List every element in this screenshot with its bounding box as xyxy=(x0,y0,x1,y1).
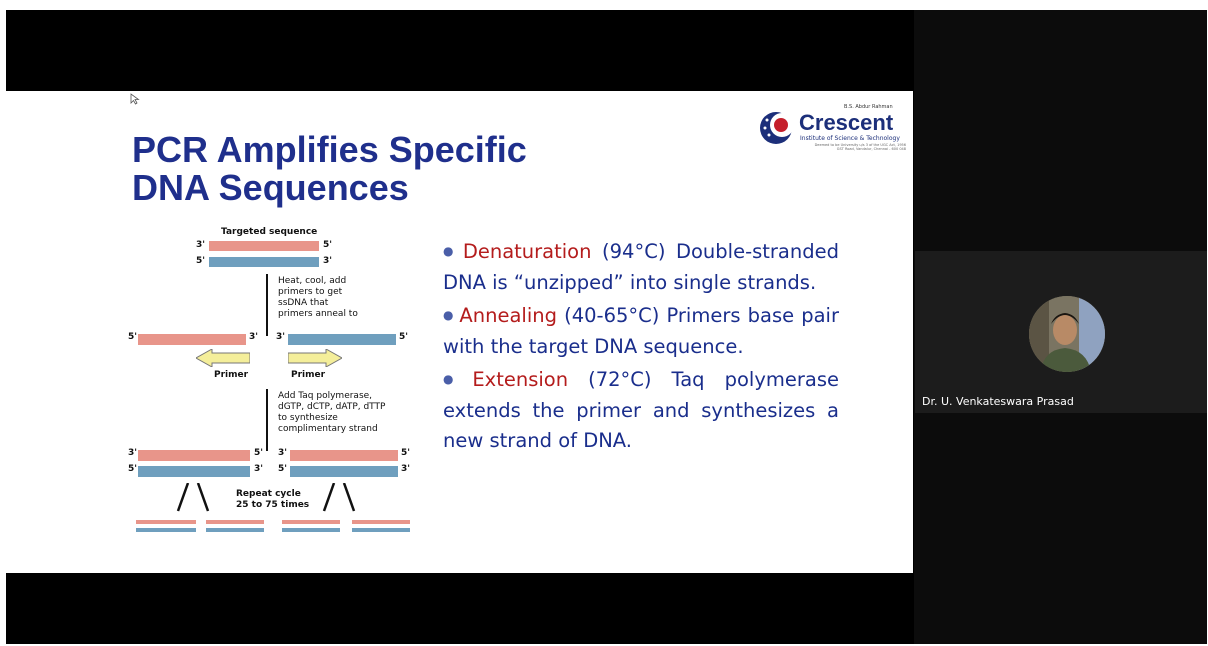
strand-pink-small xyxy=(206,520,264,524)
step2-instructions: Add Taq polymerase, dGTP, dCTP, dATP, dT… xyxy=(278,391,385,435)
strand-blue xyxy=(290,466,398,477)
bullet-text: (72°C) Taq polymerase extends the primer… xyxy=(443,368,839,452)
strand-end-label: 3' xyxy=(254,464,264,474)
strand-end-label: 5' xyxy=(323,240,333,250)
crescent-logo-icon xyxy=(760,112,794,144)
strand-end-label: 5' xyxy=(196,256,206,266)
primer-label-left: Primer xyxy=(214,370,249,380)
strand-blue xyxy=(288,334,396,345)
strand-end-label: 3' xyxy=(323,256,333,266)
strand-end-label: 5' xyxy=(128,332,138,342)
strand-pink-small xyxy=(282,520,340,524)
strand-end-label: 3' xyxy=(401,464,411,474)
bullet-term: Extension xyxy=(472,368,569,391)
strand-blue xyxy=(209,257,319,267)
step-line: ssDNA that xyxy=(278,298,329,308)
bullet-dot-icon: ● xyxy=(443,308,455,322)
step-line: primers to get xyxy=(278,287,343,297)
split-arrows-left-icon xyxy=(176,483,210,512)
primer-label-right: Primer xyxy=(291,370,326,380)
bullet-dot-icon: ● xyxy=(443,372,468,386)
strand-pink xyxy=(138,334,246,345)
strand-pink-small xyxy=(352,520,410,524)
step-line: Heat, cool, add xyxy=(278,276,347,286)
strand-end-label: 5' xyxy=(128,464,138,474)
strand-blue xyxy=(138,466,250,477)
step1-instructions: Heat, cool, add primers to get ssDNA tha… xyxy=(278,276,358,320)
bullet-text: (94°C) Double-stranded DNA is “unzipped”… xyxy=(443,240,839,294)
slide-title-line1: PCR Amplifies Specific xyxy=(132,129,527,170)
strand-pink-small xyxy=(136,520,196,524)
process-arrow xyxy=(266,389,268,451)
shared-slide: B.S. Abdur Rahman Crescent Institute of … xyxy=(6,91,913,573)
strand-end-label: 3' xyxy=(278,448,288,458)
strand-end-label: 3' xyxy=(276,332,286,342)
strand-pink xyxy=(138,450,250,461)
strand-end-label: 3' xyxy=(128,448,138,458)
participant-avatar xyxy=(1029,296,1105,372)
bullet-denaturation: ● Denaturation (94°C) Double-stranded DNA… xyxy=(443,236,839,298)
step-line: 25 to 75 times xyxy=(236,500,310,510)
logo-top-text: B.S. Abdur Rahman xyxy=(844,104,893,110)
split-arrows-right-icon xyxy=(322,483,356,512)
repeat-cycle-label: Repeat cycle 25 to 75 times xyxy=(236,489,309,511)
step-line: to synthesize xyxy=(278,413,338,423)
bullet-text: (40-65°C) Primers base pair with the tar… xyxy=(443,304,839,358)
step-line: Repeat cycle xyxy=(236,489,301,499)
bullet-annealing: ● Annealing (40-65°C) Primers base pair w… xyxy=(443,300,839,362)
logo-fine-print: Deemed to be University u/s 3 of the UGC… xyxy=(814,143,906,151)
strand-end-label: 5' xyxy=(399,332,409,342)
process-arrow xyxy=(266,274,268,336)
strand-blue-small xyxy=(282,528,340,532)
primer-arrow-left-icon xyxy=(196,349,250,367)
step-line: primers anneal to xyxy=(278,309,358,319)
person-avatar-icon xyxy=(1029,296,1105,372)
strand-blue-small xyxy=(206,528,264,532)
institution-logo: B.S. Abdur Rahman Crescent Institute of … xyxy=(758,104,908,154)
participant-name: Dr. U. Venkateswara Prasad xyxy=(922,395,1074,408)
slide-title-line2: DNA Sequences xyxy=(132,167,409,208)
bullet-term: Denaturation xyxy=(462,240,592,263)
strand-end-label: 5' xyxy=(254,448,264,458)
step-line: Add Taq polymerase, xyxy=(278,391,373,401)
strand-end-label: 3' xyxy=(249,332,259,342)
slide-bullets: ● Denaturation (94°C) Double-stranded DNA… xyxy=(443,236,839,459)
step-line: complimentary strand xyxy=(278,424,378,434)
targeted-sequence-label: Targeted sequence xyxy=(221,227,318,237)
bullet-term: Annealing xyxy=(459,304,557,327)
strand-blue-small xyxy=(136,528,196,532)
strand-blue-small xyxy=(352,528,410,532)
pcr-diagram: Targeted sequence 3' 5' 5' 3' Heat, cool… xyxy=(116,221,416,541)
strand-pink xyxy=(209,241,319,251)
primer-arrow-right-icon xyxy=(288,349,342,367)
step-line: dGTP, dCTP, dATP, dTTP xyxy=(278,402,386,412)
logo-subtitle: Institute of Science & Technology xyxy=(800,135,900,142)
strand-end-label: 5' xyxy=(278,464,288,474)
strand-pink xyxy=(290,450,398,461)
logo-name: Crescent xyxy=(799,110,894,135)
slide-title: PCR Amplifies Specific DNA Sequences xyxy=(132,131,527,207)
bullet-extension: ● Extension (72°C) Taq polymerase extends… xyxy=(443,364,839,457)
strand-end-label: 3' xyxy=(196,240,206,250)
mouse-cursor-icon xyxy=(130,93,140,105)
bullet-dot-icon: ● xyxy=(443,244,458,258)
strand-end-label: 5' xyxy=(401,448,411,458)
